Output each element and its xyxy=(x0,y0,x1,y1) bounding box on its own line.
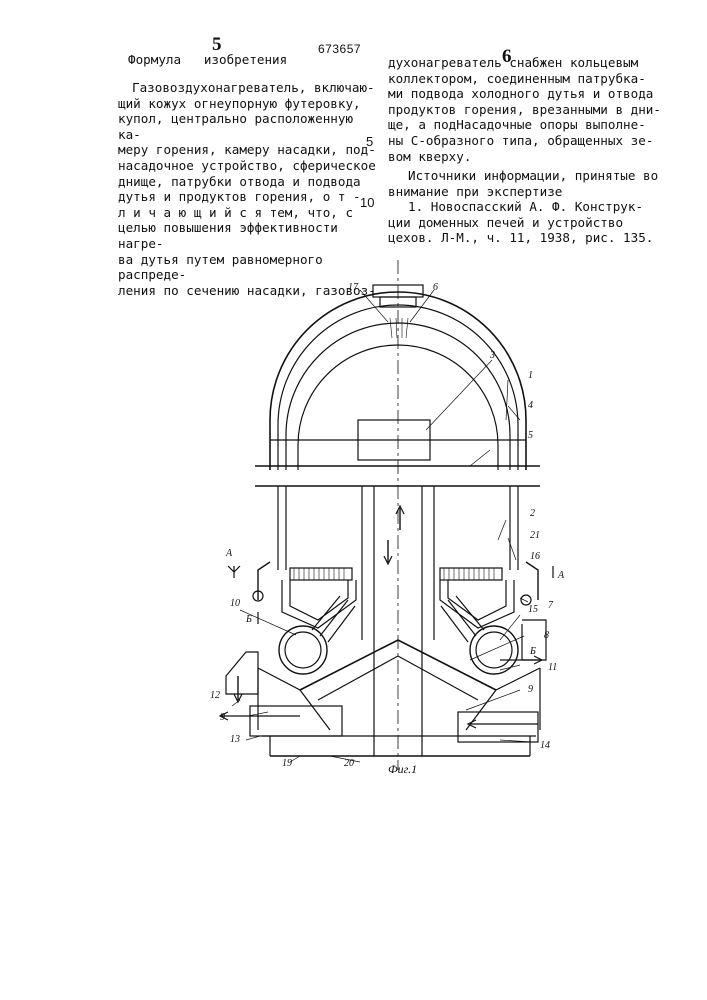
figure-label: 19 xyxy=(282,758,292,769)
figure-label: 12 xyxy=(210,690,220,701)
figure-label: 5 xyxy=(528,430,533,441)
ring-pipe-left xyxy=(279,626,327,674)
figure-label: 15 xyxy=(528,604,538,615)
outlet-duct-left xyxy=(226,652,258,694)
figure-label: 9 xyxy=(220,712,225,723)
bottom-duct-right xyxy=(458,712,538,742)
figure-label: 4 xyxy=(528,400,533,411)
ring-pipe-right xyxy=(470,626,518,674)
figure-label: 8 xyxy=(544,630,549,641)
figure-label: А xyxy=(226,548,232,559)
figure-label: 1 xyxy=(528,370,533,381)
figure-label: 17 xyxy=(348,282,358,293)
figure-label: 16 xyxy=(530,551,540,562)
leader-lines xyxy=(232,290,532,762)
figure-label: А xyxy=(558,570,564,581)
figure-label: 3 xyxy=(490,350,495,361)
figure-label: Б xyxy=(246,614,252,625)
figure-label: 9 xyxy=(528,684,533,695)
collector-left xyxy=(258,562,270,600)
figure-caption: Фиг.1 xyxy=(388,762,417,777)
figure-label: 21 xyxy=(530,530,540,541)
figure-label: 11 xyxy=(548,662,557,673)
bottom-side-walls xyxy=(258,668,540,730)
figure-label: Б xyxy=(530,646,536,657)
collector-right xyxy=(526,562,538,600)
figure-label: 20 xyxy=(344,758,354,769)
bottom-duct-left xyxy=(250,706,342,736)
dome-hatch xyxy=(390,318,408,338)
figure-label: 10 xyxy=(230,598,240,609)
figure-label: 7 xyxy=(548,600,553,611)
section-a-left xyxy=(228,566,240,578)
figure-label: 14 xyxy=(540,740,550,751)
figure-label: 13 xyxy=(230,734,240,745)
figure-label: 6 xyxy=(433,282,438,293)
figure-label: 2 xyxy=(530,508,535,519)
